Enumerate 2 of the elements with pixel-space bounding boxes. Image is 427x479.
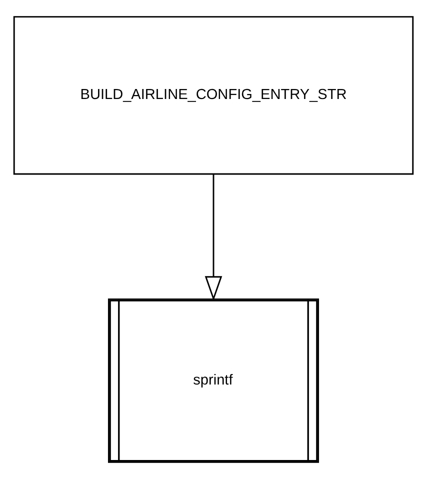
arrow <box>204 174 222 301</box>
node-box: BUILD_AIRLINE_CONFIG_ENTRY_STR <box>13 16 414 175</box>
